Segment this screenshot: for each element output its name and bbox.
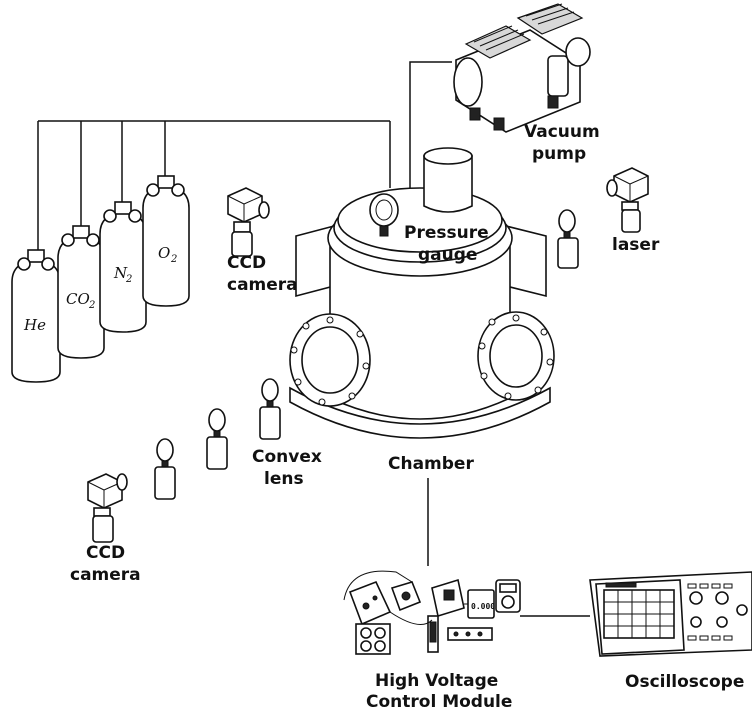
pressure-gauge-label-1: Pressure	[404, 223, 489, 243]
meter-readout: 0.000	[471, 602, 495, 611]
lens-holder-icon	[558, 210, 578, 268]
convex-lens-icon	[260, 379, 280, 439]
vacuum-pump-label-1: Vacuum	[524, 122, 600, 142]
oscilloscope-label: Oscilloscope	[625, 672, 744, 692]
ccd-camera-bottom-label-2: camera	[70, 565, 141, 585]
chamber-label: Chamber	[388, 454, 474, 474]
gas-label-o: O	[158, 244, 170, 262]
gas-label-n-sub: 2	[125, 274, 132, 285]
pressure-gauge-label-2: gauge	[418, 245, 477, 265]
gas-label-co: CO	[66, 290, 90, 308]
gas-cylinder-n2: N 2	[100, 202, 146, 332]
ccd-camera-bottom-icon	[88, 474, 127, 542]
gas-label-co-sub: 2	[88, 300, 95, 311]
ccd-camera-top-icon	[228, 188, 269, 256]
convex-lens-icon	[207, 409, 227, 469]
gas-cylinder-co2: CO 2	[58, 226, 104, 358]
convex-lens-label-1: Convex	[252, 447, 322, 467]
gas-cylinder-he: He	[12, 250, 60, 382]
convex-lens-icon	[155, 439, 175, 499]
ccd-camera-bottom-label-1: CCD	[86, 543, 125, 563]
laser-label: laser	[612, 235, 660, 255]
high-voltage-control-module-icon: 0.000	[344, 571, 520, 654]
ccd-camera-top-label-2: camera	[227, 275, 298, 295]
laser-icon	[607, 168, 648, 232]
convex-lens-label-2: lens	[264, 469, 304, 489]
oscilloscope-icon	[590, 572, 752, 656]
gas-label-o-sub: 2	[170, 254, 177, 265]
vacuum-pump-icon	[454, 4, 590, 132]
vacuum-pump-label-2: pump	[532, 144, 586, 164]
ccd-camera-top-label-1: CCD	[227, 253, 266, 273]
gas-label-he: He	[23, 316, 46, 334]
chamber-icon	[290, 148, 554, 438]
gas-cylinder-o2: O 2	[143, 176, 189, 306]
hv-module-label-1: High Voltage	[375, 671, 498, 691]
hv-module-label-2: Control Module	[366, 692, 512, 712]
